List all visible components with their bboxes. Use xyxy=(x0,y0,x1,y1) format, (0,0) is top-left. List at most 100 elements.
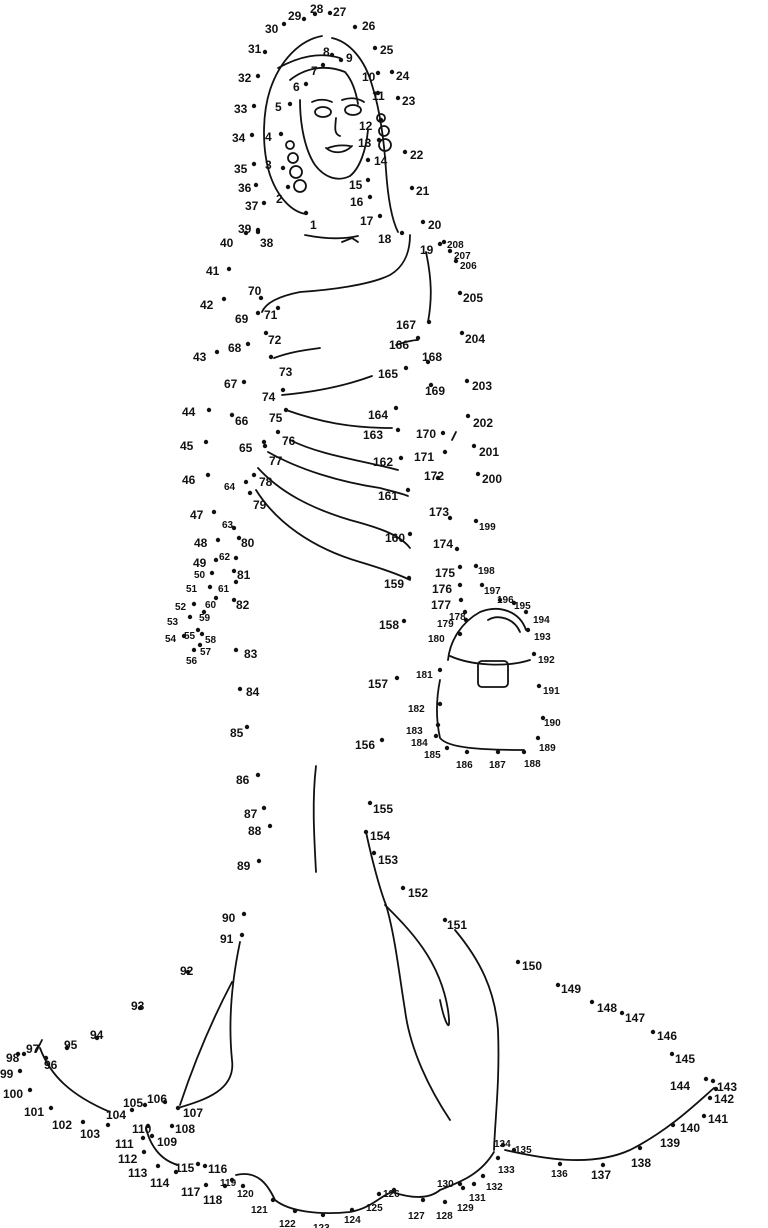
dot-marker-130 xyxy=(457,1181,463,1187)
dot-marker-135 xyxy=(511,1147,517,1153)
dot-label-10: 10 xyxy=(362,70,376,84)
dot-marker-153 xyxy=(371,850,377,856)
dot-label-174: 174 xyxy=(433,537,453,551)
dot-marker-7 xyxy=(320,62,326,68)
dot-label-42: 42 xyxy=(200,298,214,312)
dot-label-60: 60 xyxy=(205,600,217,611)
dot-label-179: 179 xyxy=(437,619,454,630)
dot-label-16: 16 xyxy=(350,195,364,209)
dot-label-145: 145 xyxy=(675,1052,695,1066)
dot-label-75: 75 xyxy=(269,411,283,425)
dot-label-142: 142 xyxy=(714,1092,734,1106)
dot-marker-6 xyxy=(303,81,309,87)
dot-label-111: 111 xyxy=(115,1137,134,1151)
dot-label-185: 185 xyxy=(424,750,441,761)
dot-marker-202 xyxy=(465,413,471,419)
dot-label-100: 100 xyxy=(3,1087,23,1101)
dot-label-62: 62 xyxy=(219,552,231,563)
dot-label-161: 161 xyxy=(378,489,398,503)
dot-label-157: 157 xyxy=(368,677,388,691)
dot-marker-78 xyxy=(251,472,257,478)
dot-marker-114 xyxy=(173,1169,179,1175)
dot-label-186: 186 xyxy=(456,760,473,771)
dot-label-154: 154 xyxy=(370,829,390,843)
dot-label-51: 51 xyxy=(186,584,198,595)
dot-marker-20 xyxy=(420,219,426,225)
dot-label-151: 151 xyxy=(447,918,467,932)
dot-label-97: 97 xyxy=(26,1042,40,1056)
dot-marker-98 xyxy=(15,1051,21,1057)
dot-label-37: 37 xyxy=(245,199,259,213)
dot-label-39: 39 xyxy=(238,222,252,236)
dot-label-96: 96 xyxy=(44,1058,58,1072)
dot-marker-176 xyxy=(457,582,463,588)
dot-marker-59 xyxy=(201,609,207,615)
dot-label-195: 195 xyxy=(514,601,531,612)
dot-label-24: 24 xyxy=(396,69,410,83)
dot-marker-72 xyxy=(263,330,269,336)
dot-label-132: 132 xyxy=(486,1182,503,1193)
dot-marker-150 xyxy=(515,959,521,965)
dot-label-34: 34 xyxy=(232,131,246,145)
dot-marker-187 xyxy=(495,749,501,755)
dot-marker-12 xyxy=(378,117,384,123)
dot-marker-93 xyxy=(137,1005,143,1011)
dot-label-181: 181 xyxy=(416,670,433,681)
dot-label-192: 192 xyxy=(538,655,555,666)
dot-label-176: 176 xyxy=(432,582,452,596)
dot-marker-154 xyxy=(363,829,369,835)
dot-marker-157 xyxy=(394,675,400,681)
dot-label-40: 40 xyxy=(220,236,234,250)
dot-label-120: 120 xyxy=(237,1189,254,1200)
dot-label-188: 188 xyxy=(524,759,541,770)
dot-marker-207 xyxy=(447,248,453,254)
dot-marker-84 xyxy=(237,686,243,692)
dot-label-5: 5 xyxy=(275,100,282,114)
dot-label-86: 86 xyxy=(236,773,250,787)
dot-marker-1 xyxy=(303,210,309,216)
dot-label-117: 117 xyxy=(181,1185,201,1199)
dot-label-146: 146 xyxy=(657,1029,677,1043)
dot-label-150: 150 xyxy=(522,959,542,973)
dot-marker-134 xyxy=(500,1142,506,1148)
dot-marker-80 xyxy=(236,535,242,541)
dot-marker-183 xyxy=(435,722,441,728)
dot-marker-100 xyxy=(27,1087,33,1093)
dot-marker-171 xyxy=(442,449,448,455)
dot-marker-71 xyxy=(275,305,281,311)
dot-label-169: 169 xyxy=(425,384,445,398)
dot-label-61: 61 xyxy=(218,584,230,595)
dot-marker-137 xyxy=(600,1162,606,1168)
dot-label-43: 43 xyxy=(193,350,207,364)
dot-marker-10 xyxy=(375,70,381,76)
dot-marker-99 xyxy=(17,1068,23,1074)
dot-label-171: 171 xyxy=(414,450,434,464)
dot-marker-179 xyxy=(463,617,469,623)
dot-label-49: 49 xyxy=(193,556,207,570)
dot-marker-193 xyxy=(525,627,531,633)
dot-marker-13 xyxy=(376,137,382,143)
dot-label-168: 168 xyxy=(422,350,442,364)
dot-marker-182 xyxy=(437,701,443,707)
dot-marker-97 xyxy=(21,1051,27,1057)
dot-label-87: 87 xyxy=(244,807,258,821)
dot-marker-11 xyxy=(375,90,381,96)
dot-marker-208 xyxy=(441,239,447,245)
dot-label-20: 20 xyxy=(428,218,442,232)
dot-label-83: 83 xyxy=(244,647,258,661)
dot-marker-4 xyxy=(278,131,284,137)
dot-marker-87 xyxy=(261,805,267,811)
dot-marker-113 xyxy=(155,1163,161,1169)
dot-marker-139 xyxy=(670,1122,676,1128)
dot-marker-148 xyxy=(589,999,595,1005)
dot-label-21: 21 xyxy=(416,184,430,198)
dot-label-143: 143 xyxy=(717,1080,737,1094)
dot-label-31: 31 xyxy=(248,42,262,56)
dot-label-3: 3 xyxy=(265,158,272,172)
dot-marker-195 xyxy=(511,600,517,606)
dot-label-172: 172 xyxy=(424,469,444,483)
dot-marker-152 xyxy=(400,885,406,891)
dot-label-106: 106 xyxy=(147,1092,167,1106)
dot-marker-53 xyxy=(187,614,193,620)
